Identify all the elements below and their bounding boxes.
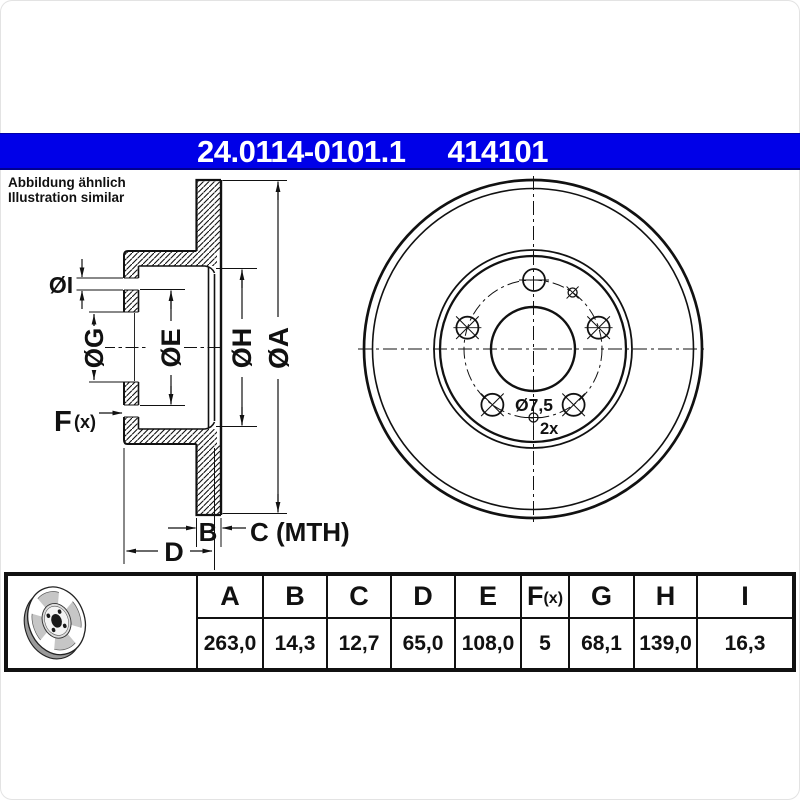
- header-label: D: [413, 581, 433, 611]
- header-label: I: [741, 581, 749, 611]
- label-masks: [83, 317, 291, 379]
- label-b: B: [199, 517, 218, 547]
- hat-flange-bottom-section: [124, 429, 217, 444]
- label-dia-g: ØG: [79, 328, 109, 368]
- article-number: 414101: [447, 133, 549, 169]
- bolt-hole: [561, 392, 586, 417]
- table-header-d: D: [391, 575, 455, 618]
- disc-outer-inner-edge: [371, 187, 695, 511]
- note-line-de: Abbildung ähnlich: [8, 175, 126, 190]
- table-header-a: A: [197, 575, 263, 618]
- section-dimensions: [76, 180, 287, 570]
- hub-wall-segment: [124, 417, 139, 429]
- table-value-e: 108,0: [455, 618, 521, 669]
- label-dia-h: ØH: [227, 328, 257, 369]
- table-header-h: H: [634, 575, 697, 618]
- front-centerlines: [358, 176, 708, 522]
- header-label: E: [478, 581, 497, 611]
- table-header-f: F(x): [521, 575, 569, 618]
- table-header-i: I: [697, 575, 793, 618]
- header-label: C: [349, 581, 369, 611]
- header-label: H: [655, 581, 676, 611]
- hub-wall-segment: [124, 382, 139, 405]
- label-hole-diameter: Ø7,5: [515, 395, 553, 415]
- table-header-b: B: [263, 575, 327, 618]
- table-header-g: G: [569, 575, 634, 618]
- dim-d: [123, 448, 215, 570]
- table-header-c: C: [327, 575, 391, 618]
- table-value-b: 14,3: [263, 618, 327, 669]
- part-number-bar: 24.0114-0101.1 414101: [0, 133, 800, 170]
- table-value-g: 68,1: [569, 618, 634, 669]
- hub-wall-segment: [124, 266, 139, 278]
- label-c-mth: C (MTH): [250, 517, 350, 547]
- part-numbers: 24.0114-0101.1 414101: [197, 134, 548, 169]
- disc-icon-cell: [7, 575, 197, 669]
- table-value-d: 65,0: [391, 618, 455, 669]
- brake-disc-icon: [23, 586, 87, 660]
- header-label: F: [526, 581, 544, 611]
- bolt-holes: [453, 268, 613, 417]
- header-label: B: [285, 581, 305, 611]
- dimension-table: A B C D E F(x) G H I 263,0 14,3 12,7 65,…: [4, 572, 796, 672]
- table-value-f: 5: [521, 618, 569, 669]
- header-label: G: [590, 581, 612, 611]
- center-bore-circle: [489, 305, 577, 393]
- table-value-h: 139,0: [634, 618, 697, 669]
- label-dia-e: ØE: [156, 328, 186, 367]
- hat-flange-top-section: [124, 251, 217, 266]
- label-dia-i: ØI: [49, 272, 73, 298]
- front-view: Ø7,5 2x: [358, 176, 708, 522]
- header-label: A: [220, 581, 240, 611]
- locating-hole: [567, 287, 578, 298]
- dim-b-c: [168, 518, 246, 547]
- illustration-note: Abbildung ähnlich Illustration similar: [8, 175, 126, 205]
- section-outlines: [89, 178, 223, 517]
- dim-i: [76, 259, 123, 309]
- hub-wall-segment: [124, 290, 139, 312]
- friction-ring-top-section: [196, 180, 221, 251]
- label-hole-count: 2x: [540, 420, 559, 438]
- label-f-suffix: (x): [74, 412, 96, 432]
- locating-holes: [524, 286, 579, 427]
- section-labels: ØI ØG ØE ØH ØA F (x) B C (MTH) D: [49, 272, 350, 567]
- front-labels: Ø7,5 2x: [515, 395, 559, 438]
- label-dia-a: ØA: [263, 327, 294, 369]
- section-hatching: [124, 180, 221, 515]
- label-f: F: [54, 406, 72, 438]
- header-suffix: (x): [543, 589, 564, 607]
- table-value-c: 12,7: [327, 618, 391, 669]
- friction-ring-bottom-section: [196, 444, 221, 515]
- hub-outer-circle: [433, 249, 633, 449]
- hub-inner-circle: [438, 254, 628, 444]
- cross-section-view: ØI ØG ØE ØH ØA F (x) B C (MTH) D: [49, 178, 350, 570]
- table-value-a: 263,0: [197, 618, 263, 669]
- disc-outer-circle: [362, 178, 704, 520]
- note-line-en: Illustration similar: [8, 189, 125, 205]
- bolt-hole: [480, 392, 505, 417]
- table-header-e: E: [455, 575, 521, 618]
- table-value-i: 16,3: [697, 618, 793, 669]
- catalog-number: 24.0114-0101.1: [197, 133, 406, 169]
- label-d: D: [164, 537, 184, 567]
